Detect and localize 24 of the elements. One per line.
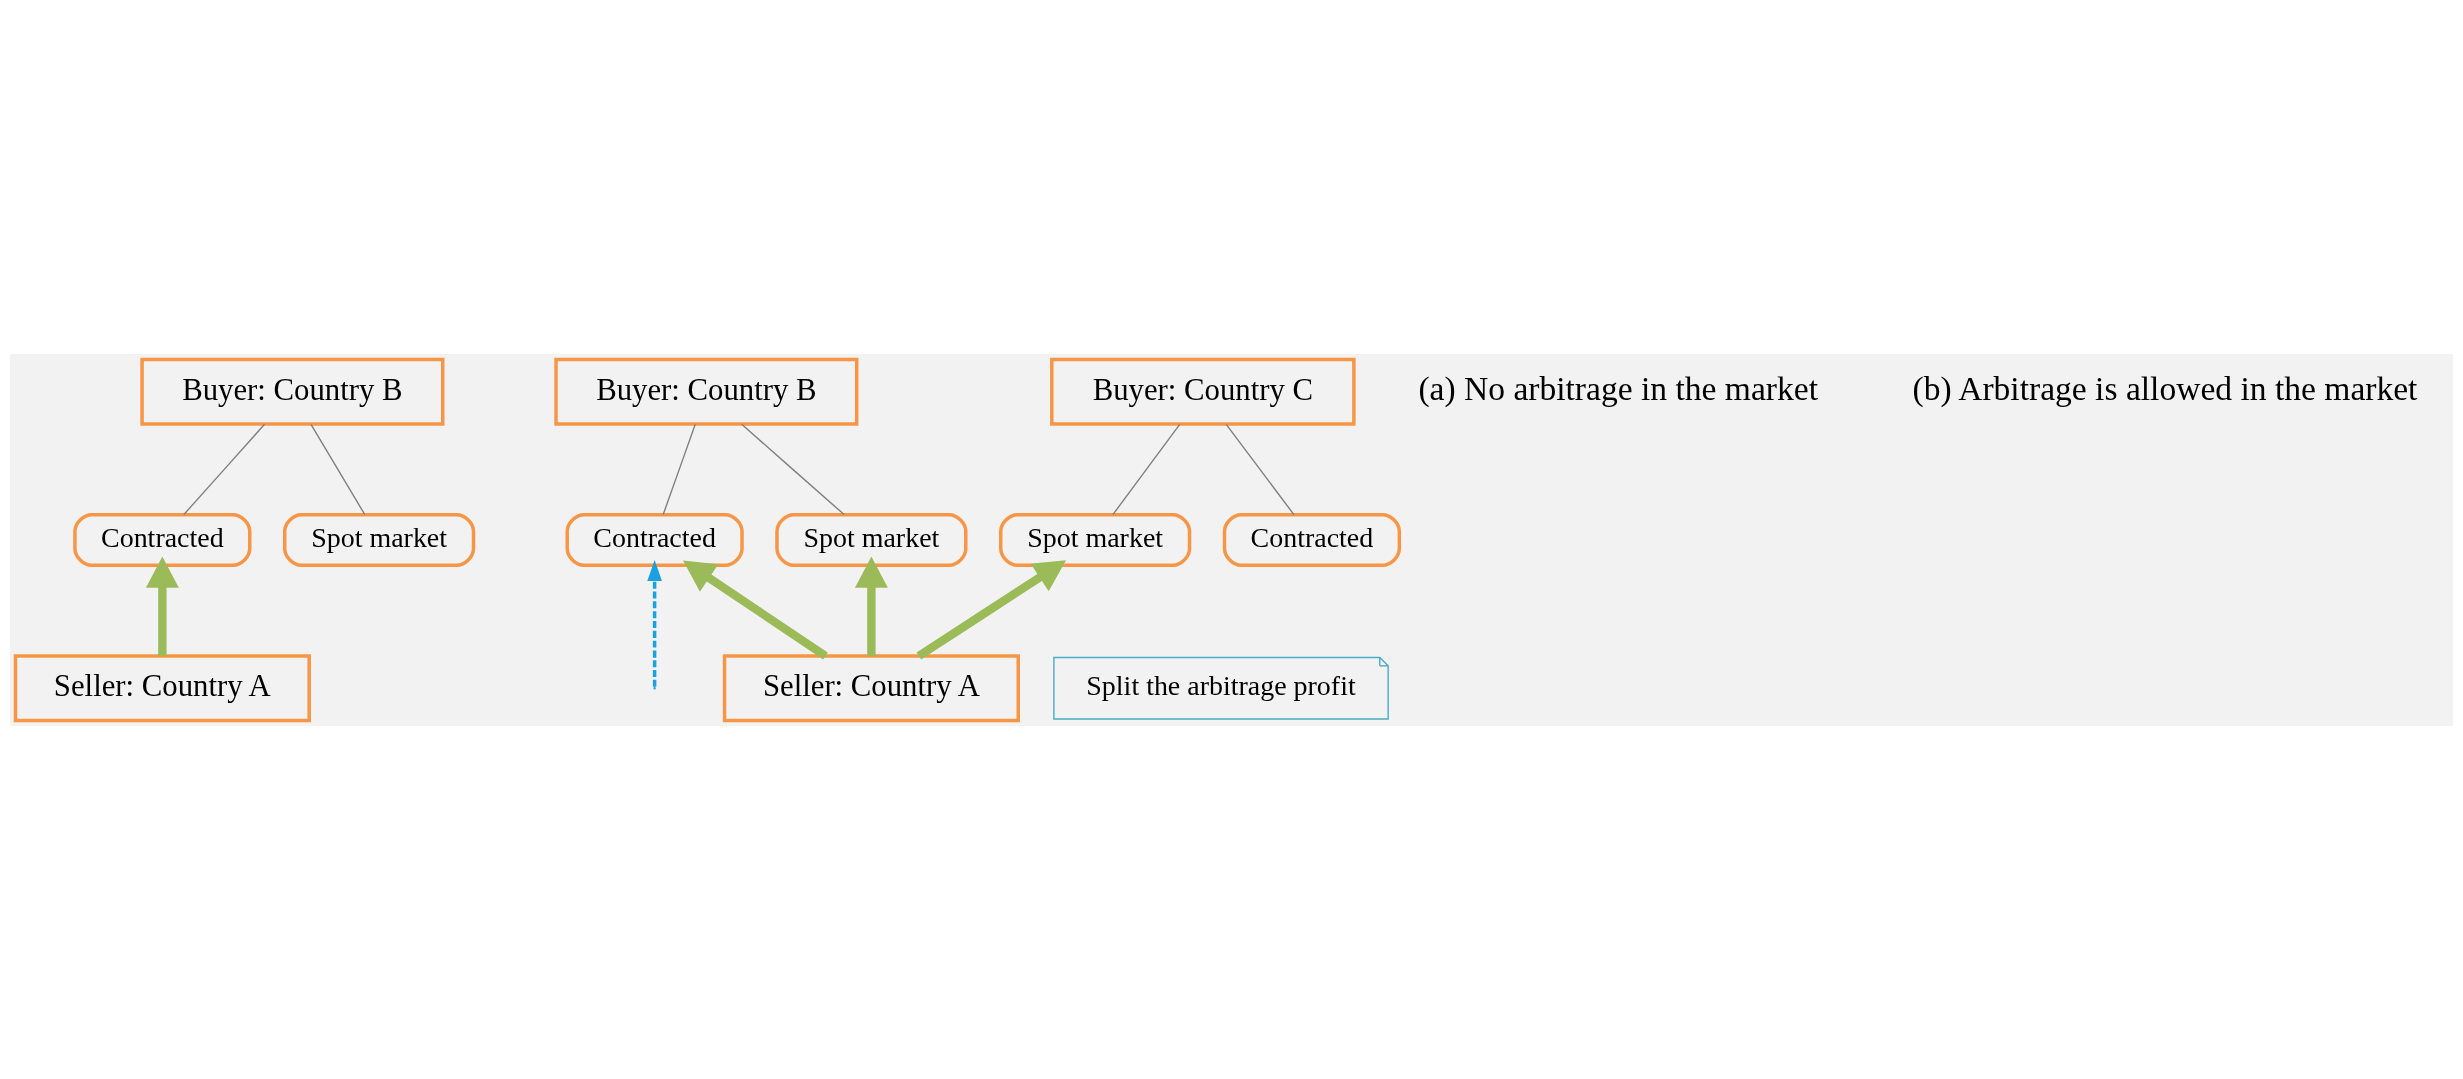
node-box: Spot market xyxy=(999,512,1192,567)
connector xyxy=(741,423,845,515)
node-box: Spot market xyxy=(282,512,476,567)
node-box: Seller: Country A xyxy=(13,653,311,722)
arrow xyxy=(916,559,1066,659)
node-box: Contracted xyxy=(565,512,744,567)
label: (b) Arbitrage is allowed in the market xyxy=(1912,369,2418,407)
node-box: Buyer: Country B xyxy=(554,357,859,426)
node-box: Buyer: Country C xyxy=(1050,357,1356,426)
connector xyxy=(1225,423,1295,515)
arrow xyxy=(647,559,662,687)
node-box: Seller: Country A xyxy=(722,653,1020,722)
connector xyxy=(662,423,696,515)
connector xyxy=(310,423,366,515)
node-box: Contracted xyxy=(1222,512,1402,567)
arrow xyxy=(145,555,179,656)
label: (a) No arbitrage in the market xyxy=(1418,369,1818,407)
arrow xyxy=(683,559,828,659)
node-box: Buyer: Country B xyxy=(140,357,445,426)
arrow xyxy=(854,555,888,656)
node-box: Contracted xyxy=(73,512,252,567)
node-box: Spot market xyxy=(775,512,968,567)
connector xyxy=(1112,423,1181,515)
connector xyxy=(183,423,266,515)
